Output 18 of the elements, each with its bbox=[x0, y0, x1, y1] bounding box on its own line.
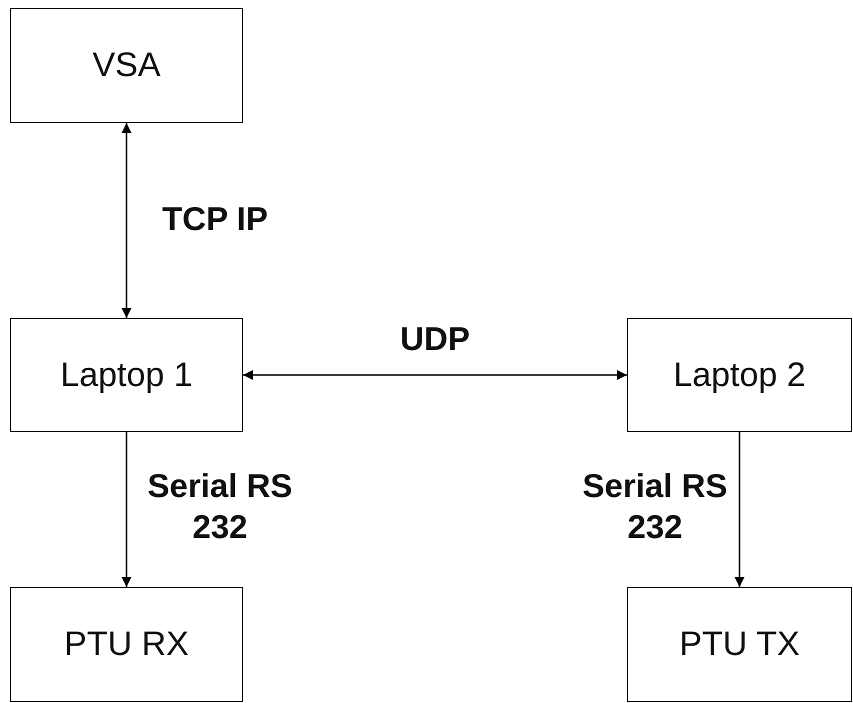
edge-label: Serial RS 232 bbox=[582, 466, 728, 548]
box-label: PTU RX bbox=[64, 625, 189, 664]
box-label: Laptop 1 bbox=[60, 356, 193, 394]
process-box bbox=[10, 8, 243, 123]
arrow bbox=[122, 123, 132, 318]
arrow bbox=[122, 432, 132, 587]
arrow bbox=[734, 432, 744, 587]
edge-label: TCP IP bbox=[161, 199, 269, 239]
arrow bbox=[243, 370, 627, 380]
process-box bbox=[10, 318, 243, 432]
box-label: PTU TX bbox=[679, 625, 800, 664]
box-label: Laptop 2 bbox=[673, 356, 806, 394]
box-label: VSA bbox=[92, 46, 161, 85]
process-box bbox=[627, 587, 852, 702]
process-box bbox=[627, 318, 852, 432]
edge-label: UDP bbox=[399, 319, 471, 359]
edge-label: Serial RS 232 bbox=[146, 466, 294, 548]
process-box bbox=[10, 587, 243, 702]
